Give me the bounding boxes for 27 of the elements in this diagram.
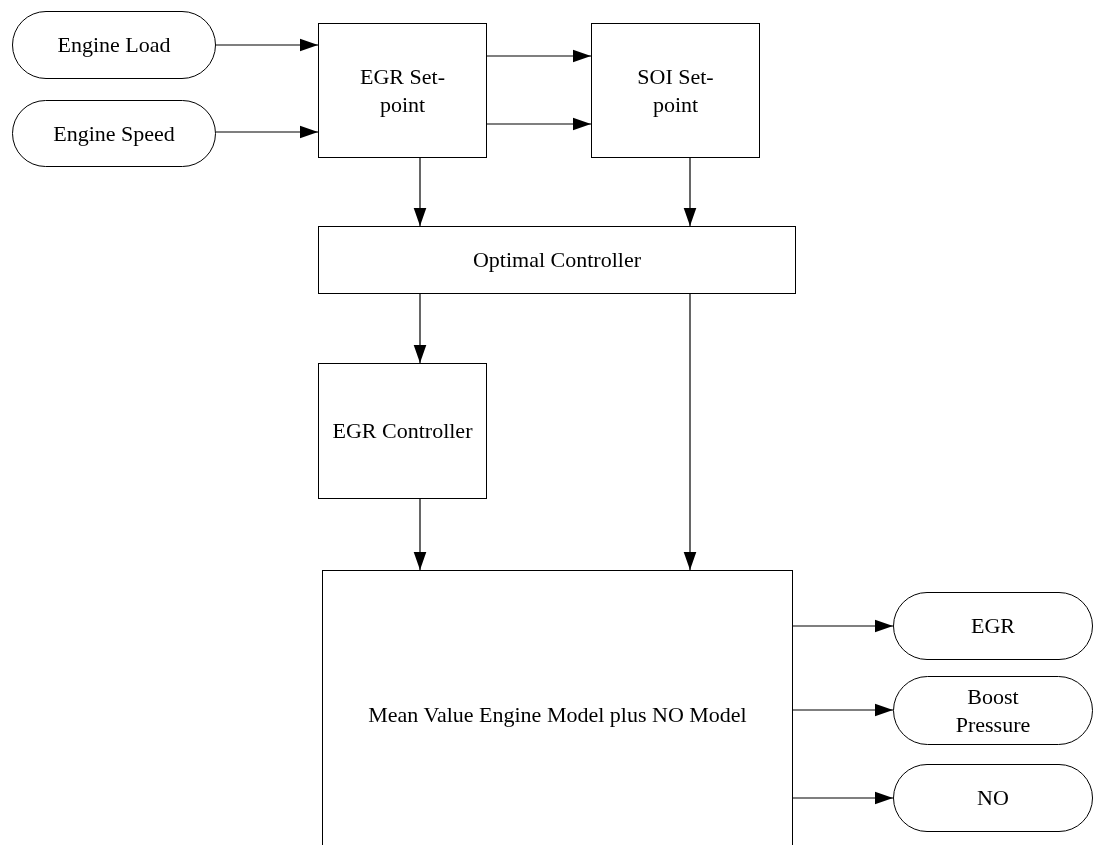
arrow (792, 791, 894, 805)
arrow (683, 157, 697, 227)
arrow (683, 293, 697, 571)
node-label: EGR Controller (331, 417, 474, 445)
process-box (322, 570, 793, 845)
arrow (792, 703, 894, 717)
process-box (591, 23, 760, 158)
node-label: EGR (971, 612, 1015, 640)
node-label: Engine Load (57, 31, 171, 59)
process-box (318, 363, 487, 499)
arrow (413, 498, 427, 571)
node-label: Optimal Controller (472, 246, 642, 274)
arrow (486, 117, 592, 131)
process-box (318, 226, 796, 294)
node-label: NO (977, 784, 1009, 812)
node-label: Boost Pressure (954, 683, 1032, 738)
node-label: Engine Speed (53, 119, 175, 148)
arrow (413, 293, 427, 364)
arrow (215, 38, 319, 52)
arrow (792, 619, 894, 633)
node-label: EGR Set-point (359, 63, 446, 118)
node-label: SOI Set-point (636, 63, 715, 118)
arrow (486, 49, 592, 63)
arrow (215, 125, 319, 139)
node-label: Mean Value Engine Model plus NO Model (367, 701, 748, 729)
arrow (413, 157, 427, 227)
process-box (318, 23, 487, 158)
